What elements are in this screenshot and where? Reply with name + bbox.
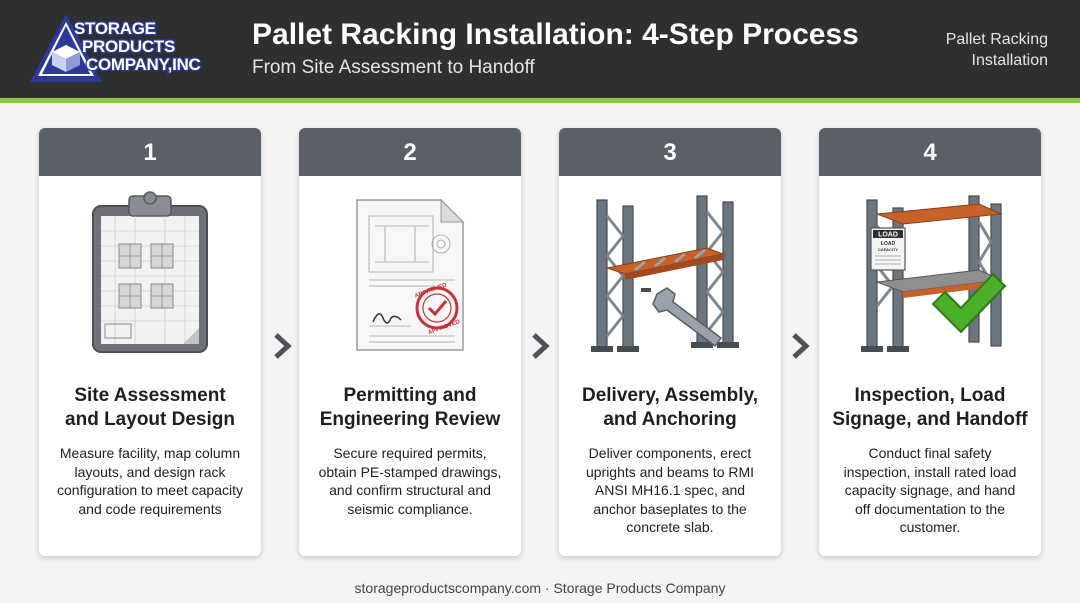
desc-line: customer. — [899, 519, 961, 535]
step-title-line-2: and Anchoring — [603, 409, 737, 430]
engineering-drawing-icon: APPROVED APPROVED — [356, 198, 465, 351]
chevron-right-icon — [532, 333, 550, 359]
topic-line-2: Installation — [971, 52, 1049, 69]
logo-line-1: STORAGE — [73, 19, 157, 39]
step-title-line-1: Site Assessment — [74, 385, 226, 406]
step-number: 2 — [299, 128, 521, 176]
desc-line: seismic compliance. — [347, 500, 473, 517]
desc-line: Conduct final safety — [868, 445, 992, 461]
desc-line: ANSI MH16.1 spec, and — [594, 482, 746, 498]
step-title-line-2: and Layout Design — [65, 409, 235, 430]
desc-line: layouts, and design rack — [74, 463, 226, 480]
step-title-line-1: Delivery, Assembly, — [581, 385, 759, 406]
sign-text-1: LOAD — [878, 232, 898, 239]
desc-line: concrete slab. — [626, 519, 714, 535]
desc-line: obtain PE-stamped drawings, — [318, 463, 502, 480]
footer-credit: storageproductscompany.com · Storage Pro… — [354, 580, 726, 596]
step-card-1: 1 — [39, 128, 261, 556]
chevron-right-icon — [792, 333, 810, 359]
step-title-line-2: Engineering Review — [319, 409, 501, 430]
step-title-line-2: Signage, and Handoff — [832, 409, 1028, 430]
step-number: 4 — [819, 128, 1041, 176]
chevron-right-icon — [274, 333, 292, 359]
step-card-4: 4 LOAD LOAD CAPACITY — [819, 128, 1041, 556]
step-description: Conduct final safety inspection, install… — [825, 444, 1035, 537]
rack-checkmark-icon: LOAD LOAD CAPACITY — [861, 195, 1007, 352]
step-title: Site Assessment and Layout Design — [45, 384, 255, 432]
topic-line-1: Pallet Racking — [945, 31, 1048, 48]
step-title: Inspection, Load Signage, and Handoff — [825, 384, 1035, 432]
logo-line-2: PRODUCTS — [81, 37, 177, 57]
sign-text-2: LOAD — [881, 241, 896, 247]
desc-line: Deliver components, erect — [588, 445, 752, 461]
header-bar: STORAGE PRODUCTS COMPANY,INC Pallet Rack… — [0, 0, 1080, 98]
desc-line: anchor baseplates to the — [593, 500, 747, 517]
step-title-line-1: Permitting and — [343, 385, 477, 406]
clipboard-layout-icon — [92, 191, 208, 353]
desc-line: and confirm structural and — [329, 482, 491, 498]
step-card-2: 2 APPROVED APPROVED Permitting and Engin… — [299, 128, 521, 556]
step-description: Secure required permits, obtain PE-stamp… — [305, 444, 515, 518]
step-description: Deliver components, erect uprights and b… — [565, 444, 775, 537]
company-logo[interactable]: STORAGE PRODUCTS COMPANY,INC — [30, 12, 230, 84]
topic-label: Pallet Racking Installation — [946, 29, 1048, 71]
rack-wrench-icon — [591, 195, 739, 352]
sign-text-3: CAPACITY — [878, 247, 898, 252]
step-title-line-1: Inspection, Load — [854, 385, 1006, 406]
page-subtitle: From Site Assessment to Handoff — [252, 57, 535, 78]
step-number: 3 — [559, 128, 781, 176]
desc-line: Measure facility, map column — [59, 445, 241, 461]
step-title: Permitting and Engineering Review — [305, 384, 515, 432]
checkmark-icon — [931, 272, 1007, 334]
desc-line: uprights and beams to RMI — [585, 463, 755, 480]
desc-line: inspection, install rated load — [843, 463, 1017, 480]
desc-line: off documentation to the — [855, 500, 1005, 517]
desc-line: configuration to meet capacity — [57, 482, 243, 498]
accent-stripe — [0, 98, 1080, 103]
page-title: Pallet Racking Installation: 4-Step Proc… — [252, 18, 859, 51]
step-number: 1 — [39, 128, 261, 176]
desc-line: Secure required permits, — [333, 445, 487, 461]
logo-line-3: COMPANY,INC — [85, 55, 202, 75]
box-icon — [30, 14, 102, 82]
step-title: Delivery, Assembly, and Anchoring — [565, 384, 775, 432]
step-card-3: 3 — [559, 128, 781, 556]
step-description: Measure facility, map column layouts, an… — [45, 444, 255, 518]
desc-line: and code requirements — [78, 500, 222, 517]
desc-line: capacity signage, and hand — [844, 482, 1016, 498]
